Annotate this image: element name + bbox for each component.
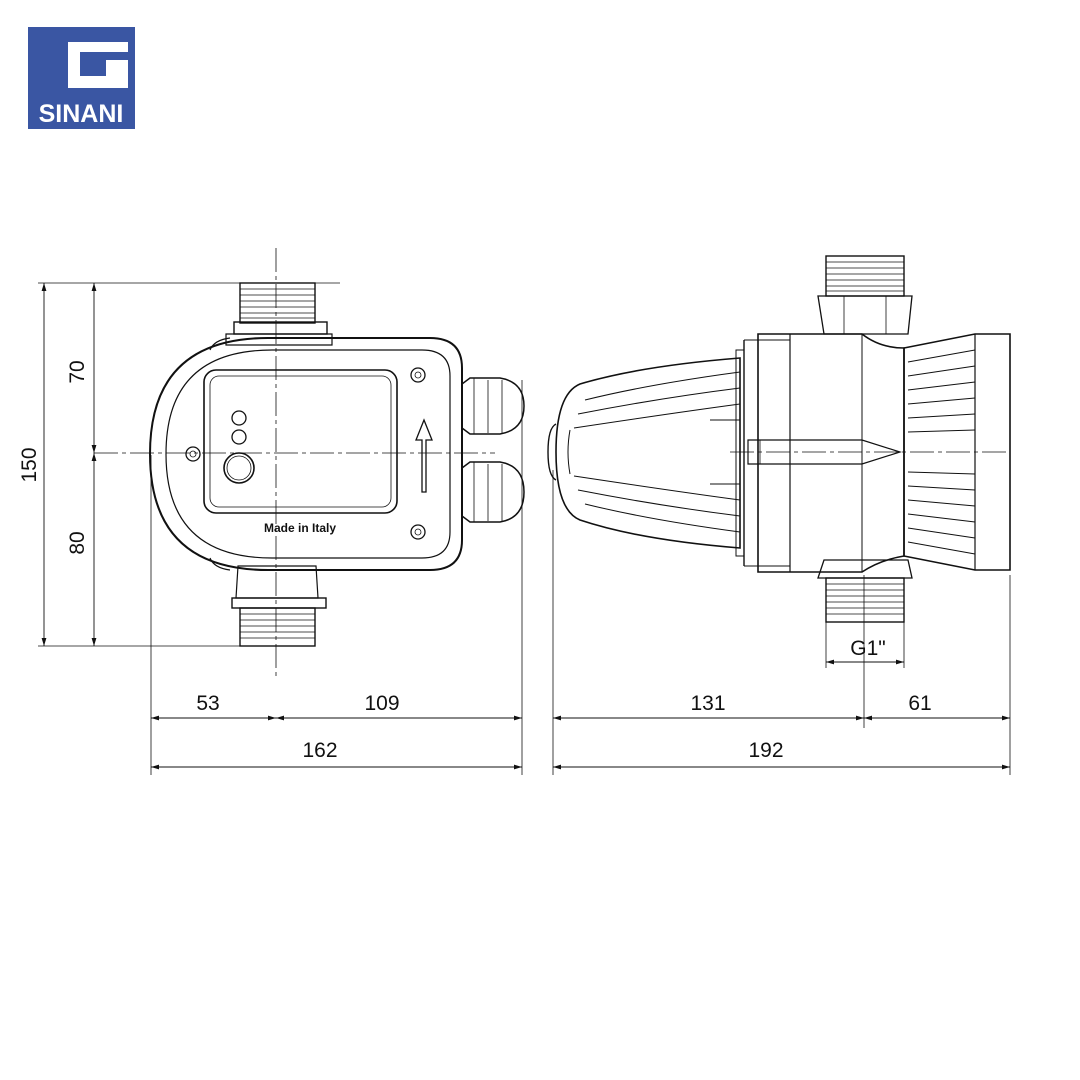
brand-name: SINANI: [39, 100, 124, 128]
dim-width-right: 109: [364, 692, 399, 715]
front-view: Made in Italy: [94, 248, 525, 680]
dim-length-right: 61: [908, 692, 931, 715]
side-view: [547, 255, 1011, 623]
dim-width-left: 53: [196, 692, 219, 715]
front-dimensions: 150 70 80 53 109 162: [18, 282, 523, 775]
cable-gland-icon: [461, 377, 525, 523]
screw-icon: [185, 367, 426, 540]
sinani-logo: SINANI: [28, 27, 135, 129]
side-dimensions: G1" 131 61 192: [552, 470, 1011, 775]
dim-height-upper: 70: [66, 360, 89, 383]
dim-height-total: 150: [18, 447, 41, 482]
dim-thread: G1": [850, 637, 885, 660]
dim-length-left: 131: [690, 692, 725, 715]
dim-length-total: 192: [748, 739, 783, 762]
made-in-italy-label: Made in Italy: [264, 521, 336, 535]
dim-width-total: 162: [302, 739, 337, 762]
dim-height-lower: 80: [66, 531, 89, 554]
